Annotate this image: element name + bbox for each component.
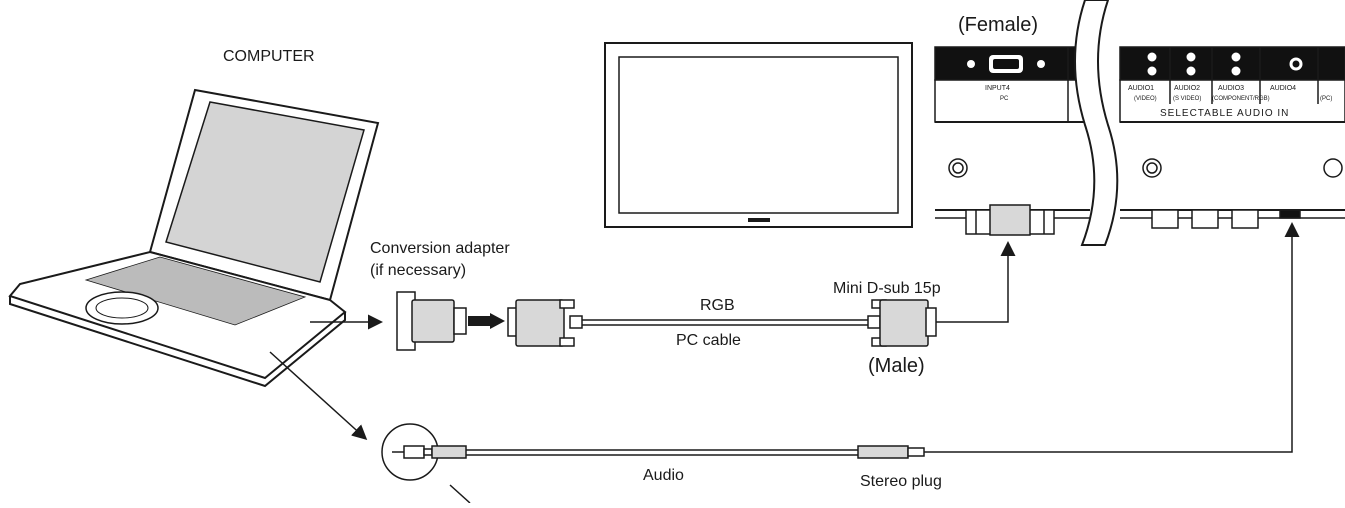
audio-callout-line — [449, 484, 471, 504]
selectable-audio-in-label: SELECTABLE AUDIO IN — [1160, 108, 1289, 119]
rgb-label: RGB — [700, 297, 735, 314]
audio2-sub-label: (S VIDEO) — [1173, 96, 1201, 102]
display-panel — [604, 42, 913, 228]
female-label: (Female) — [958, 14, 1039, 36]
break-lines — [1074, 0, 1119, 246]
cable-to-panel-arrow — [936, 241, 1016, 323]
audio-jacks — [1146, 51, 1304, 77]
laptop-to-audio-arrow — [269, 351, 368, 441]
audio-to-panel-arrow — [940, 222, 1300, 453]
bottom-sockets — [1151, 209, 1301, 229]
laptop-computer — [8, 88, 380, 388]
conversion-adapter — [396, 291, 467, 351]
computer-label: COMPUTER — [223, 48, 315, 65]
terminal-panel-left — [934, 46, 1091, 219]
audio-cable-left-plug — [381, 423, 467, 481]
pc-cable-label: PC cable — [676, 332, 741, 349]
mini-dsub-label: Mini D-sub 15p — [833, 280, 941, 297]
input4-label: INPUT4 — [985, 85, 1010, 92]
audio4-sub-label: (PC) — [1320, 96, 1332, 102]
adapter-arrow — [470, 313, 505, 329]
audio4-label: AUDIO4 — [1270, 85, 1296, 92]
pc-label: PC — [1000, 96, 1009, 102]
audio1-sub-label: (VIDEO) — [1134, 96, 1157, 102]
audio-label: Audio — [643, 467, 684, 484]
pc-cable-plug-right — [867, 299, 937, 347]
if-necessary-label: (if necessary) — [370, 262, 467, 279]
keyboard — [84, 256, 307, 326]
vga-socket — [965, 204, 1055, 236]
stereo-plug-label: Stereo plug — [860, 473, 942, 490]
audio1-label: AUDIO1 — [1128, 85, 1154, 92]
conversion-adapter-label: Conversion adapter — [370, 240, 510, 257]
pc-input-connector — [967, 55, 1045, 73]
stereo-plug — [857, 445, 940, 459]
audio2-label: AUDIO2 — [1174, 85, 1200, 92]
pc-cable-plug-left — [507, 299, 583, 347]
audio3-sub-label: (COMPONENT/RGB) — [1212, 96, 1270, 102]
audio3-label: AUDIO3 — [1218, 85, 1244, 92]
male-label: (Male) — [868, 355, 925, 377]
